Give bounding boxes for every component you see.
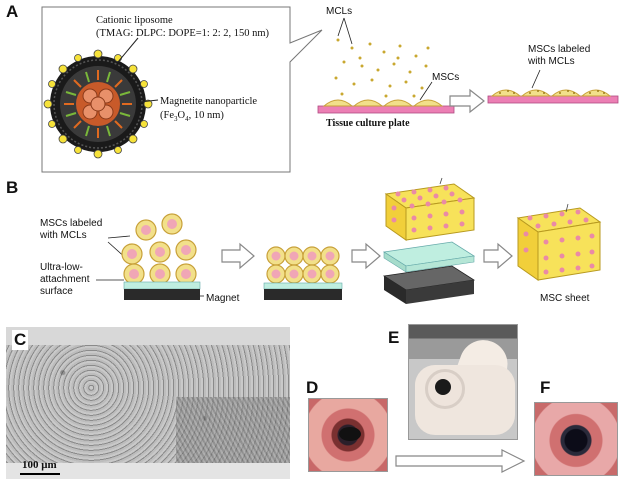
tube-lumen: [435, 379, 451, 395]
scale-bar-label: 100 μm: [22, 459, 57, 471]
histology-dark-bottom-right: [176, 397, 290, 467]
sheet-label: MSC sheet: [540, 293, 590, 304]
liposome-composition: (TMAG: DLPC: DOPE=1: 2: 2, 150 nm): [96, 28, 270, 39]
magnet-label: Magnet: [206, 293, 240, 304]
cationic-liposome-illustration: [43, 37, 159, 159]
scale-bar-line: [20, 473, 60, 475]
liposome-title: Cationic liposome: [96, 15, 173, 26]
mcls-label: MCLs: [326, 6, 353, 17]
long-arrow-icon: [395, 449, 526, 473]
panel-letter-d: D: [306, 378, 319, 397]
labeled-line2: with MCLs: [528, 56, 575, 67]
histology-top-band: [6, 327, 290, 345]
panel-letter-c: C: [12, 330, 29, 350]
b-labeled-line1: MSCs labeled: [40, 218, 103, 229]
magnetite-label: Magnetite nanoparticle: [160, 96, 258, 107]
trachea-before-photo: [308, 398, 388, 472]
histology-bottom-band: [6, 463, 290, 479]
arrow-icon: [449, 88, 485, 114]
b-labeled-line2: with MCLs: [40, 230, 87, 241]
panel-letter-f: F: [540, 378, 551, 397]
surface-line1: Ultra-low-: [40, 262, 83, 273]
tissue-culture-plate: [317, 99, 455, 114]
surface-line2: attachment: [40, 274, 90, 285]
sheet-wrapped-tube-photo: [408, 324, 518, 440]
panel-letter-a: A: [6, 2, 19, 21]
trachea-after-photo: [534, 402, 618, 476]
panel-letter-b: B: [6, 178, 19, 197]
panel-letter-e: E: [388, 328, 400, 347]
labeled-culture-plate: [487, 69, 619, 104]
trachea-defect-dark: [339, 427, 361, 441]
surface-line3: surface: [40, 286, 73, 297]
plate-label: Tissue culture plate: [326, 118, 410, 129]
panel-b-diagram: [96, 177, 602, 304]
magnetite-size: (Fe3O4, 10 nm): [160, 110, 224, 124]
mscs-label: MSCs: [432, 72, 460, 83]
labeled-line1: MSCs labeled: [528, 44, 591, 55]
mcls-particles: [334, 17, 433, 101]
histology-section-image: [6, 327, 290, 479]
